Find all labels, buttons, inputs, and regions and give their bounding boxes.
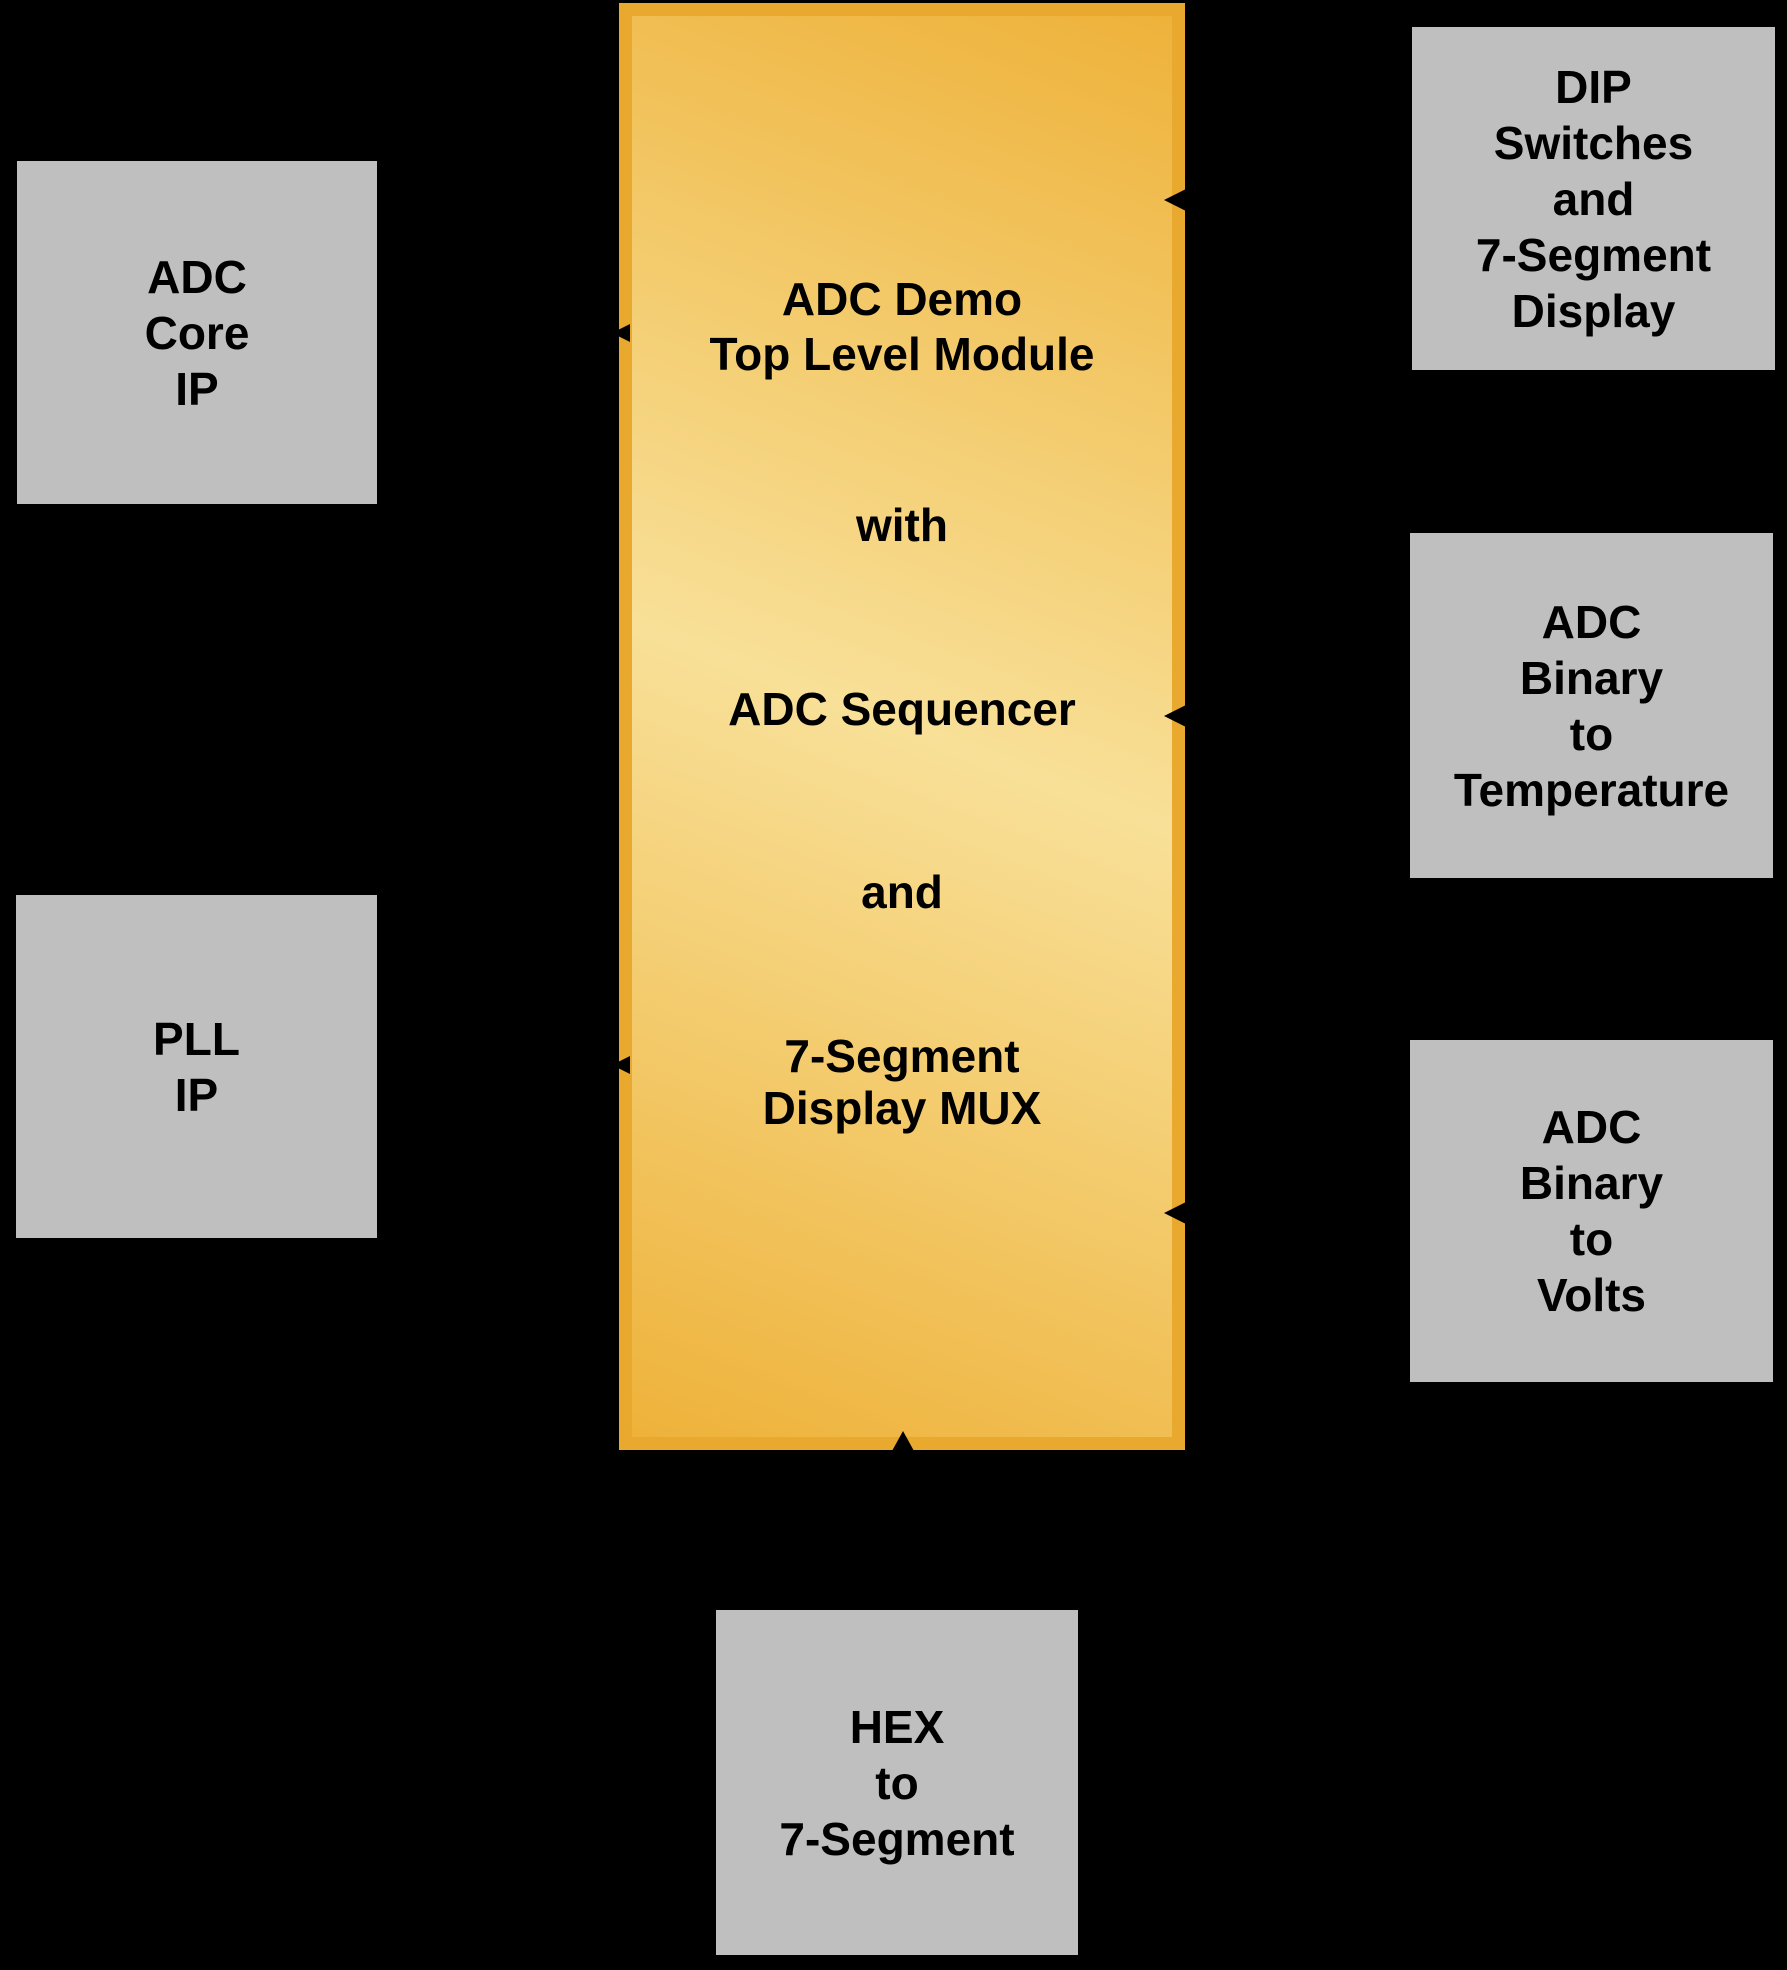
- block-text-line: IP: [174, 1068, 219, 1121]
- arrowhead-module-left-pll-icon: [612, 1056, 630, 1074]
- block-text-line: HEX: [849, 1700, 945, 1753]
- module-text-line: ADC Sequencer: [728, 683, 1076, 735]
- module-text-line: Top Level Module: [709, 328, 1095, 380]
- block-text-line: Temperature: [1453, 763, 1730, 816]
- adc-binary-to-temperature-block: ADC Binary to Temperature: [1410, 533, 1773, 878]
- module-text-line: with: [856, 499, 948, 551]
- block-text-line: Display: [1511, 284, 1676, 337]
- module-text-line: and: [861, 866, 943, 918]
- block-text-line: ADC: [1541, 595, 1642, 648]
- block-text-line: IP: [175, 362, 219, 415]
- arrowhead-into-module-from-hex-icon: [892, 1431, 914, 1451]
- module-text-line: 7-Segment: [784, 1030, 1020, 1082]
- arrowhead-into-module-from-volts-icon: [1164, 1202, 1186, 1224]
- block-text-line: 7-Segment: [1475, 228, 1712, 281]
- module-text-line: ADC Demo: [781, 273, 1023, 325]
- hex-to-7segment-block: HEX to 7-Segment: [716, 1610, 1078, 1955]
- block-text-line: 7-Segment: [779, 1812, 1015, 1865]
- block-text-line: DIP: [1555, 60, 1632, 113]
- arrowhead-into-module-from-dip-icon: [1164, 189, 1186, 211]
- arrowhead-into-module-from-temperature-icon: [1164, 705, 1186, 727]
- block-text-line: Volts: [1536, 1269, 1647, 1321]
- block-text-line: to: [1569, 1213, 1614, 1265]
- adc-core-ip-block: ADC Core IP: [17, 161, 377, 504]
- arrowhead-module-left-adc-core-icon: [612, 324, 630, 342]
- adc-binary-to-volts-block: ADC Binary to Volts: [1410, 1040, 1773, 1382]
- block-text-line: PLL: [153, 1012, 240, 1065]
- adc-demo-top-level-module-block: ADC Demo Top Level Module with ADC Seque…: [619, 3, 1185, 1450]
- block-text-line: to: [1569, 707, 1614, 760]
- block-text-line: to: [875, 1756, 919, 1809]
- block-text-line: Binary: [1519, 1157, 1664, 1209]
- block-text-line: and: [1552, 172, 1635, 225]
- block-text-line: Binary: [1519, 651, 1664, 704]
- pll-ip-block: PLL IP: [16, 895, 377, 1238]
- block-text-line: ADC: [147, 250, 247, 303]
- module-text-line: Display MUX: [762, 1082, 1042, 1134]
- block-text-line: Switches: [1493, 116, 1694, 169]
- block-text-line: ADC: [1541, 1101, 1642, 1153]
- dip-switches-7segment-display-block: DIP Switches and 7-Segment Display: [1412, 27, 1775, 370]
- block-text-line: Core: [144, 306, 250, 359]
